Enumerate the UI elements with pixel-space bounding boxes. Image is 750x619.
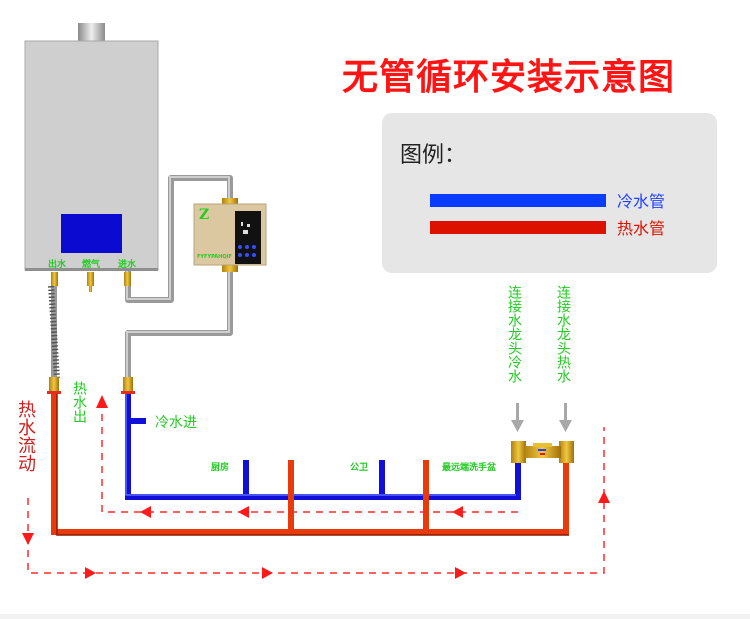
hot-water-pipes [51,390,569,535]
heater-port-label-gas: 燃气 [82,260,101,270]
label-connect-faucet-cold: 连接水龙头冷水 [506,285,522,383]
legend-label-hot: 热水管 [617,219,666,238]
legend-item-hot: 热水管 [430,217,666,238]
legend-swatch-hot [430,220,606,234]
flow-arrow-down [22,533,34,545]
page-title: 无管循环安装示意图 [342,57,676,98]
flow-path [27,398,605,574]
pump-logo: Z [199,207,210,223]
circulation-pump [193,198,267,272]
flue-pipe [78,23,105,41]
flow-arrow-right-3 [455,567,466,579]
flex-hose [48,285,60,379]
flow-arrow-up-left [96,395,108,408]
label-connect-faucet-hot: 连接水龙头热水 [555,285,571,383]
flow-arrow-up-right [598,491,610,503]
cold-water-pipes [125,390,521,500]
label-kitchen: 厨房 [211,463,230,473]
label-farthest-basin: 最远端洗手盆 [442,463,497,473]
bottom-strip [0,614,750,619]
heater-pipe-fittings [47,377,135,394]
legend-swatch-cold [430,193,606,207]
label-bathroom: 公卫 [350,463,369,473]
flow-arrows [22,395,610,579]
legend-title: 图例： [400,143,467,168]
legend: 图例： 冷水管 热水管 [382,113,717,273]
flow-arrow-right-2 [262,567,273,579]
flow-arrow-left-1 [140,506,151,518]
pump-brand-text: FYFYPAHQIF [197,254,232,260]
faucet-connection-arrows [511,403,572,432]
legend-item-cold: 冷水管 [430,190,666,211]
heater-display [61,214,122,253]
hot-main-pipe [51,390,569,535]
cold-main-pipe [125,390,521,500]
label-hot-water-out: 热水出 [71,381,87,423]
legend-label-cold: 冷水管 [617,192,666,211]
flow-arrow-right-1 [85,567,96,579]
water-heater [24,23,159,292]
heater-port-label-cold-in: 进水 [118,260,137,270]
label-cold-water-in: 冷水进 [155,415,197,431]
label-hot-water-flow: 热水流动 [15,400,36,472]
bypass-valve [511,441,574,463]
heater-port-label-hot-out: 出水 [48,260,67,270]
flow-arrow-left-2 [238,506,249,518]
flow-arrow-left-3 [452,506,463,518]
